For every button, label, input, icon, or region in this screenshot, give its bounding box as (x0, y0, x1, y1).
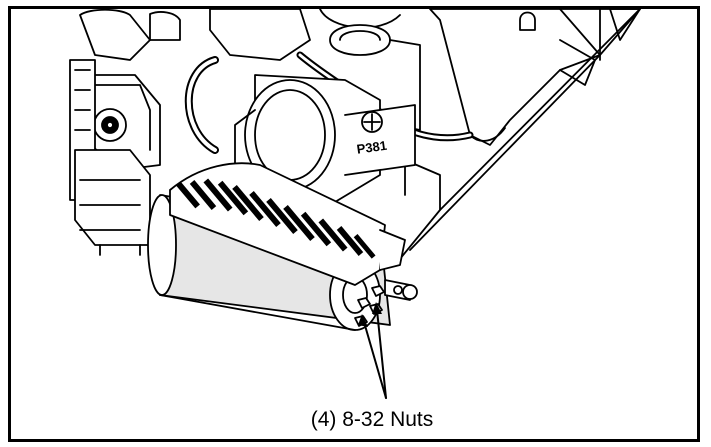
inlet-collar (234, 74, 416, 206)
nuts-callout-label: (4) 8-32 Nuts (310, 408, 434, 431)
callout-leader-lines (363, 309, 387, 399)
gear-motor (69, 59, 161, 256)
part-marking-label: P381 (356, 138, 388, 157)
housing-edge (394, 8, 641, 266)
leader-arrowheads (358, 302, 382, 327)
perforated-guard (169, 162, 406, 286)
back-panel (429, 8, 641, 146)
pipe-fitting (384, 279, 418, 301)
